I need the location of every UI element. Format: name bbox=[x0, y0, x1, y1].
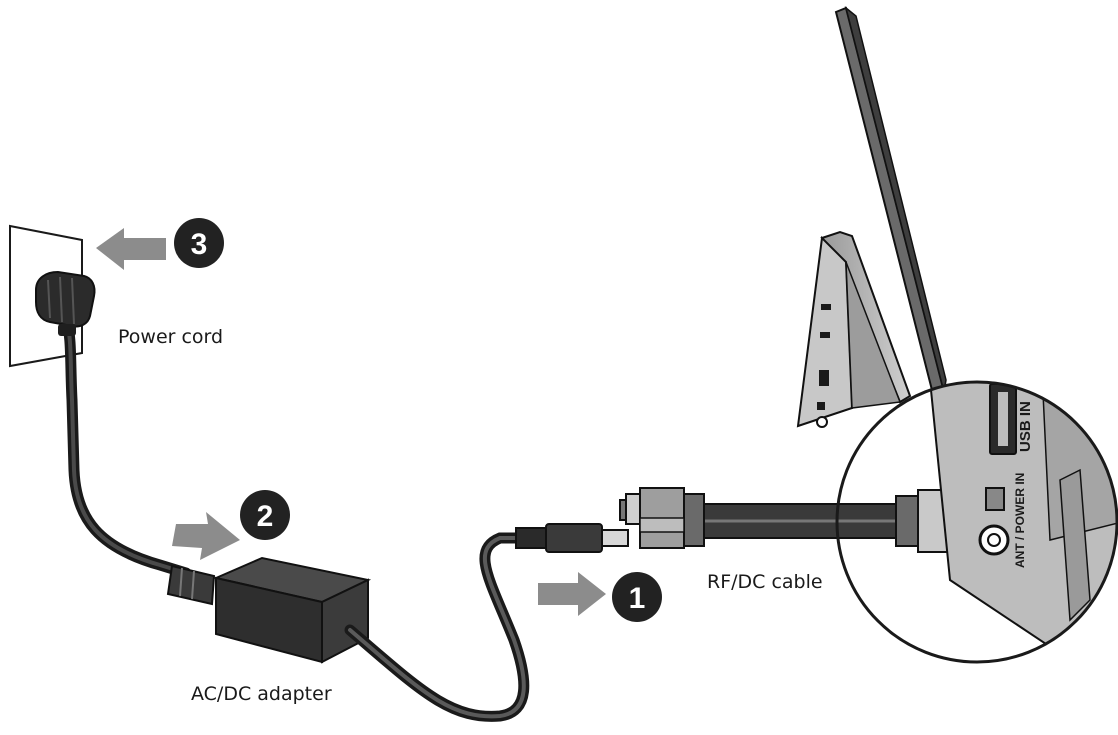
adapter-input-plug bbox=[166, 564, 216, 606]
step-badge-1: 1 bbox=[612, 572, 662, 622]
wall-plug bbox=[35, 270, 96, 336]
usb-port-label: USB IN bbox=[1017, 401, 1034, 452]
arrow-step-1 bbox=[538, 572, 606, 616]
step-number-3: 3 bbox=[191, 228, 208, 261]
arrow-step-2 bbox=[172, 512, 240, 560]
step-number-1: 1 bbox=[629, 582, 646, 615]
tv-side-ports bbox=[816, 304, 831, 428]
rf-dc-connector bbox=[619, 487, 705, 549]
ac-dc-adapter bbox=[212, 556, 372, 664]
power-cord bbox=[35, 270, 216, 606]
power-cord-label: Power cord bbox=[118, 326, 223, 348]
step-badge-2: 2 bbox=[240, 490, 290, 540]
rf-dc-cable-label: RF/DC cable bbox=[707, 571, 823, 593]
tv-monitor bbox=[796, 6, 947, 428]
step-number-2: 2 bbox=[257, 500, 274, 533]
step-badge-3: 3 bbox=[174, 218, 224, 268]
arrow-step-3 bbox=[96, 228, 166, 270]
power-port bbox=[985, 487, 1005, 511]
adapter-label: AC/DC adapter bbox=[191, 683, 332, 705]
dc-plug bbox=[515, 523, 629, 553]
dc-cable bbox=[344, 523, 629, 722]
ant-power-port-label: ANT / POWER IN bbox=[1013, 473, 1027, 568]
